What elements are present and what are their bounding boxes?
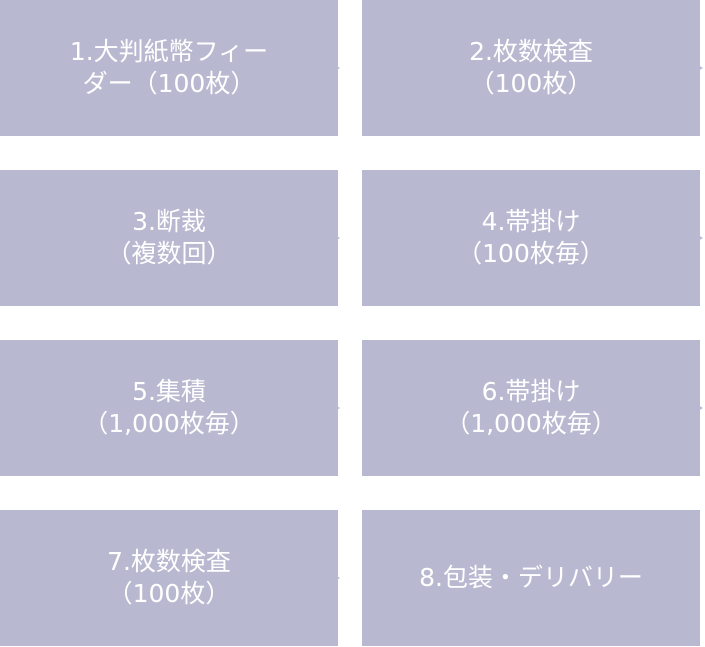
arrow-5-to-6 [318,395,340,421]
step-7-line-2: （100枚） [107,579,231,608]
step-5-line-1: 5.集積 [132,377,206,406]
step-7-line-1: 7.枚数検査 [107,547,231,576]
step-6-box: 6.帯掛け （1,000枚毎） [362,340,700,476]
step-1-line-2: ダー（100枚） [82,69,256,98]
arrow-3-to-4 [318,225,340,251]
step-1-line-1: 1.大判紙幣フィー [69,37,269,66]
step-5-box: 5.集積 （1,000枚毎） [0,340,338,476]
step-4-line-2: （100枚毎） [457,239,605,268]
step-3-line-2: （複数回） [106,239,232,268]
step-6-line-1: 6.帯掛け [481,377,581,406]
arrow-7-to-8 [318,565,340,591]
step-8-line-1: 8.包装・デリバリー [419,563,643,592]
step-4-box: 4.帯掛け （100枚毎） [362,170,700,306]
step-6-line-2: （1,000枚毎） [445,409,617,438]
step-8-box: 8.包装・デリバリー [362,510,700,646]
step-2-line-2: （100枚） [469,69,593,98]
arrow-6-to-7 [681,395,703,421]
step-2-line-1: 2.枚数検査 [469,37,593,66]
step-2-box: 2.枚数検査 （100枚） [362,0,700,136]
step-5-line-2: （1,000枚毎） [83,409,255,438]
step-1-box: 1.大判紙幣フィー ダー（100枚） [0,0,338,136]
step-4-line-1: 4.帯掛け [481,207,581,236]
step-3-box: 3.断裁 （複数回） [0,170,338,306]
arrow-4-to-5 [681,225,703,251]
step-7-box: 7.枚数検査 （100枚） [0,510,338,646]
step-3-line-1: 3.断裁 [132,207,206,236]
arrow-2-to-3 [681,55,703,81]
arrow-1-to-2 [318,55,340,81]
